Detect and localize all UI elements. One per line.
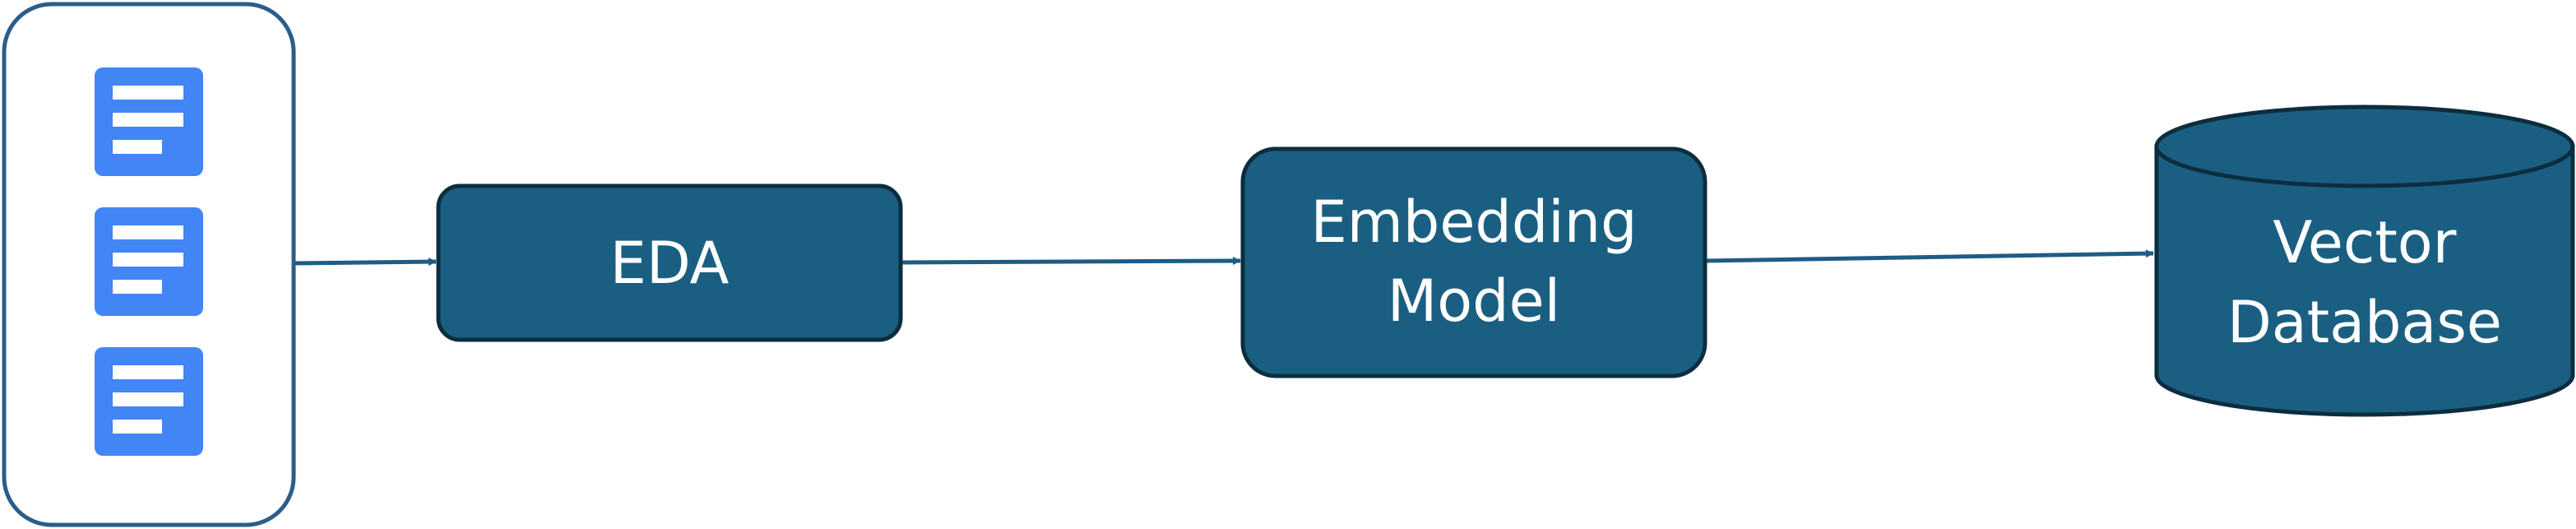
vector-database-label-line1: Vector bbox=[2273, 209, 2456, 276]
embedding-model-box bbox=[1240, 146, 1707, 378]
vector-database-cylinder-top bbox=[2154, 104, 2575, 188]
eda-label: EDA bbox=[610, 230, 730, 297]
edge-eda-to-embedding-model bbox=[901, 257, 1241, 266]
embedding-model-label-line2: Model bbox=[1388, 267, 1560, 335]
document-icon bbox=[95, 207, 203, 316]
documents-node bbox=[2, 2, 296, 527]
eda-node: EDA bbox=[436, 183, 903, 342]
embedding-model-node: Embedding Model bbox=[1240, 146, 1707, 378]
vector-database-node: Vector Database bbox=[2154, 104, 2575, 417]
edge-embedding-model-to-vector-database bbox=[1705, 249, 2154, 263]
edge-documents-to-eda bbox=[294, 258, 437, 267]
vector-database-cylinder-body bbox=[2154, 144, 2575, 417]
embedding-model-label-line1: Embedding bbox=[1310, 188, 1637, 256]
document-icon bbox=[95, 347, 203, 456]
eda-box bbox=[436, 183, 903, 342]
document-icon bbox=[95, 67, 203, 176]
vector-database-label-line2: Database bbox=[2227, 289, 2502, 356]
